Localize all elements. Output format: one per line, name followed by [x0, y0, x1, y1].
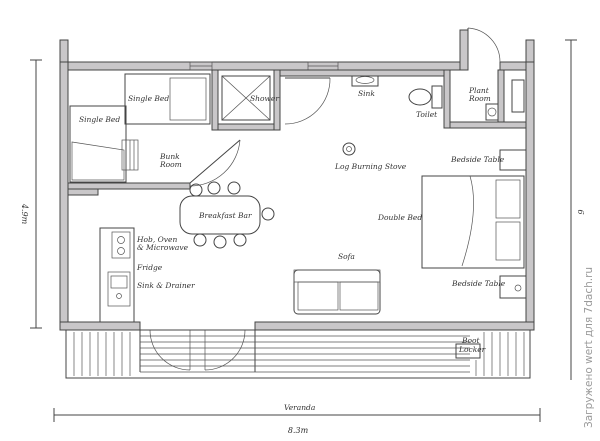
entry-door — [467, 27, 501, 63]
label-hob-oven-2: & Microwave — [137, 243, 189, 252]
plant-room-tank — [485, 79, 525, 121]
label-boot-locker-2: Locker — [458, 345, 486, 354]
label-single-bed-top: Single Bed — [128, 94, 169, 103]
kitchen-counter — [99, 227, 135, 323]
sink-fixture — [351, 75, 379, 87]
outer-walls — [59, 29, 535, 331]
label-double-bed: Double Bed — [377, 213, 422, 222]
label-log-burning-stove: Log Burning Stove — [334, 162, 407, 171]
veranda-doors — [139, 326, 256, 372]
label-plant-room-2: Room — [468, 94, 491, 103]
dimension-left — [30, 59, 42, 329]
label-veranda: Veranda — [284, 403, 315, 412]
label-hob-oven-1: Hob, Oven — [136, 235, 177, 244]
label-bunk-room-2: Room — [159, 160, 182, 169]
sofa — [293, 269, 381, 315]
label-plant-room-1: Plant — [468, 86, 490, 95]
bunk-room — [69, 73, 241, 187]
dimension-right-marker: 6 — [576, 209, 585, 214]
label-toilet: Toilet — [416, 110, 438, 119]
breakfast-bar — [179, 181, 275, 249]
watermark: Загружено wert для 7dach.ru — [583, 267, 595, 428]
label-bunk-room-1: Bunk — [159, 152, 180, 161]
shower — [221, 75, 271, 121]
label-boot-locker-1: Boot — [461, 336, 481, 345]
label-sink-drainer: Sink & Drainer — [137, 281, 195, 290]
dimension-right — [565, 39, 577, 380]
label-single-bed-left: Single Bed — [79, 115, 120, 124]
label-breakfast-bar: Breakfast Bar — [198, 211, 252, 220]
dimension-height-label: 4.9m — [20, 203, 29, 225]
label-bedside-table-top: Bedside Table — [450, 155, 505, 164]
bathroom-door — [284, 77, 331, 125]
label-sofa: Sofa — [338, 252, 355, 261]
dimension-width-label: 8.3m — [288, 426, 309, 435]
log-burning-stove — [342, 142, 356, 156]
label-fridge: Fridge — [136, 263, 163, 272]
double-bed-area — [421, 149, 527, 299]
toilet-fixture — [408, 85, 443, 109]
label-bedside-table-bottom: Bedside Table — [451, 279, 506, 288]
label-sink: Sink — [358, 89, 375, 98]
dimension-bottom — [53, 408, 541, 422]
label-shower: Shower — [250, 94, 279, 103]
veranda-deck — [65, 329, 531, 379]
